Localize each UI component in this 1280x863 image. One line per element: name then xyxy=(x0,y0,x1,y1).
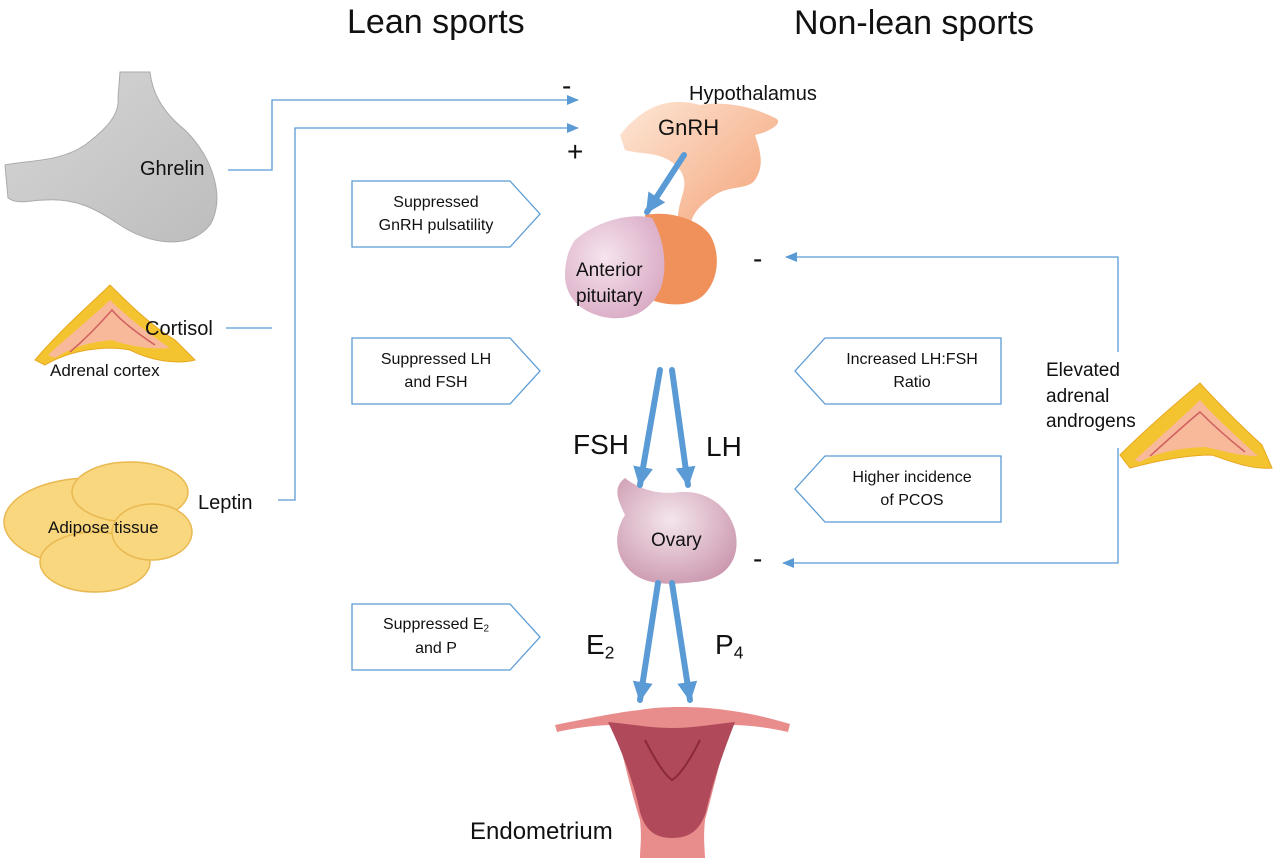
heading-lean-sports: Lean sports xyxy=(347,3,525,41)
hormone-arrows xyxy=(632,152,698,703)
hypothalamus-label: Hypothalamus xyxy=(689,83,817,105)
inhibition-sign-hypothalamus: - xyxy=(562,70,572,101)
lh-label: LH xyxy=(706,431,742,462)
feedback-lines-right xyxy=(782,252,1119,568)
p4-label: P4 xyxy=(715,629,744,663)
cortisol-label: Cortisol xyxy=(145,318,213,340)
callout-higher-incidence-pcos: Higher incidence of PCOS xyxy=(852,468,972,509)
adipose-tissue-label: Adipose tissue xyxy=(48,518,159,537)
ovary-label: Ovary xyxy=(651,530,702,551)
gnrh-label: GnRH xyxy=(658,115,720,140)
hypothalamus-icon xyxy=(620,101,779,251)
callout-suppressed-gnrh: Suppressed GnRH pulsatility xyxy=(378,193,494,234)
anterior-pituitary-label: Anterior pituitary xyxy=(576,260,643,307)
uterus-icon xyxy=(555,707,790,858)
adrenal-cortex-label: Adrenal cortex xyxy=(50,361,160,380)
ovary-icon xyxy=(617,478,737,584)
stomach-icon xyxy=(4,71,218,243)
callout-suppressed-lh-fsh: Suppressed LH and FSH xyxy=(380,350,492,391)
inhibition-sign-pituitary: - xyxy=(753,243,763,274)
adrenal-gland-left-icon xyxy=(34,284,196,366)
e2-label: E2 xyxy=(586,629,615,663)
anterior-pituitary-icon xyxy=(565,213,717,319)
heading-non-lean-sports: Non-lean sports xyxy=(794,4,1035,42)
leptin-label: Leptin xyxy=(198,492,253,514)
fsh-label: FSH xyxy=(573,429,629,460)
callout-shapes xyxy=(351,180,1002,671)
stimulation-sign-hypothalamus: + xyxy=(567,136,584,167)
endometrium-label: Endometrium xyxy=(470,818,613,845)
elevated-adrenal-androgens-label: Elevated adrenal androgens xyxy=(1046,360,1136,433)
ghrelin-label: Ghrelin xyxy=(140,158,205,180)
inhibition-sign-ovary: - xyxy=(753,543,763,574)
e2-arrow xyxy=(632,580,661,703)
gnrh-arrow xyxy=(644,152,687,215)
adrenal-gland-right-icon xyxy=(1119,382,1273,469)
lh-arrow xyxy=(669,367,696,488)
feedback-lines-left xyxy=(226,95,579,501)
callout-increased-lh-fsh-ratio: Increased LH:FSH Ratio xyxy=(846,350,978,391)
fsh-arrow xyxy=(633,367,663,488)
p4-arrow xyxy=(669,580,698,703)
adipose-tissue-icon xyxy=(3,461,193,593)
